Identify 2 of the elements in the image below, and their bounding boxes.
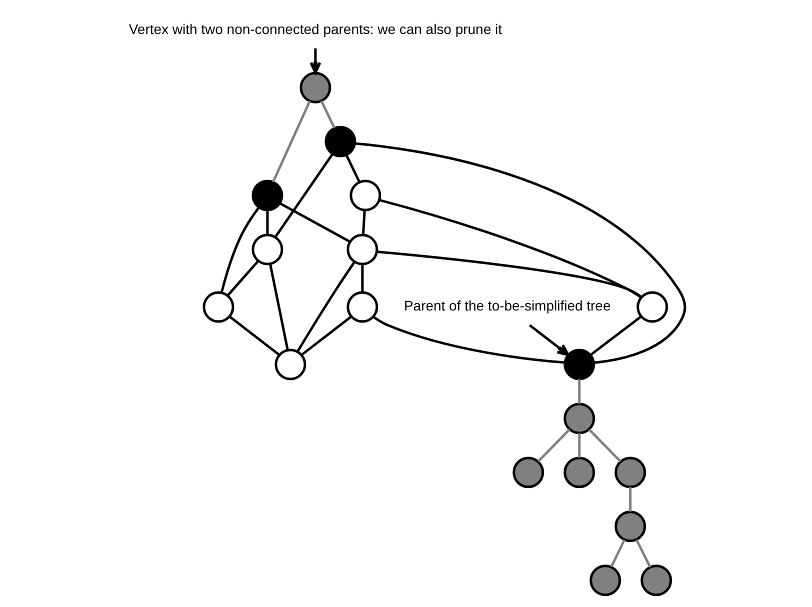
node-text: Vertex with two non-connected parents: we can also prune it — [128, 20, 502, 37]
node-text: Parent of the to-be-simplified tree — [404, 298, 611, 314]
